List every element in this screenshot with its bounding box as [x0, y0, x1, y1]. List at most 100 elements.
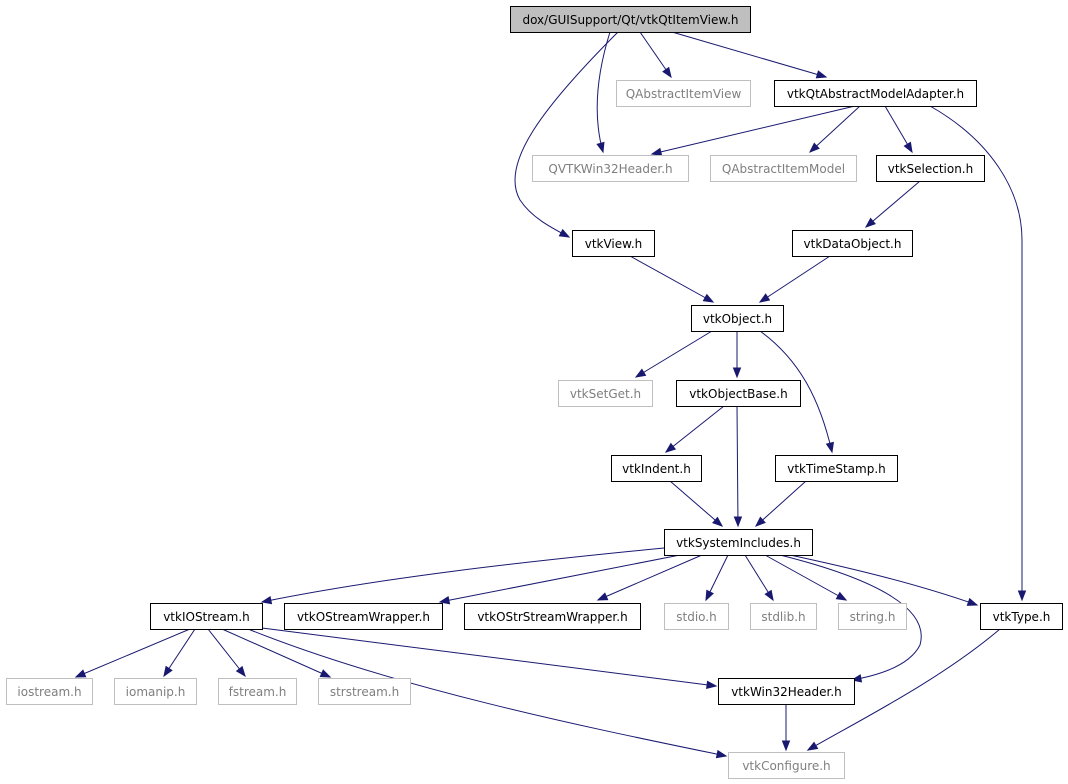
node-object[interactable]: vtkObject.h	[691, 305, 784, 332]
node-label-qaim: QAbstractItemModel	[722, 162, 845, 176]
node-iostream[interactable]: iostream.h	[6, 678, 93, 705]
edge-line	[665, 405, 725, 453]
edge-line	[759, 330, 833, 453]
arrowhead	[662, 66, 672, 79]
node-string[interactable]: string.h	[838, 603, 907, 630]
node-label-setget: vtkSetGet.h	[570, 387, 641, 401]
node-objectbase[interactable]: vtkObjectBase.h	[676, 380, 801, 407]
node-iomanip[interactable]: iomanip.h	[114, 678, 197, 705]
node-stdlib[interactable]: stdlib.h	[750, 603, 817, 630]
edge-iostream_h-to-strstream	[221, 628, 332, 678]
node-label-view: vtkView.h	[585, 237, 643, 251]
arrowhead	[74, 669, 87, 678]
node-type[interactable]: vtkType.h	[980, 603, 1063, 630]
node-box-indent	[611, 455, 702, 482]
node-box-dataobject	[792, 230, 913, 257]
node-qvtkwin32[interactable]: QVTKWin32Header.h	[532, 155, 689, 182]
node-stdio[interactable]: stdio.h	[664, 603, 729, 630]
arrowhead	[596, 592, 609, 601]
arrowhead	[806, 741, 819, 751]
node-box-timestamp	[775, 455, 898, 482]
node-label-sysincludes: vtkSystemIncludes.h	[676, 536, 801, 550]
node-qamadapter[interactable]: vtkQtAbstractModelAdapter.h	[774, 80, 977, 107]
edge-line	[865, 180, 921, 228]
edge-iostream_h-to-fstream	[207, 628, 246, 678]
node-box-object	[691, 305, 784, 332]
node-label-qvtkwin32: QVTKWin32Header.h	[548, 162, 672, 176]
node-qaiv[interactable]: QAbstractItemView	[616, 80, 751, 107]
arrowhead	[260, 595, 273, 605]
edge-objectbase-to-sysincludes	[733, 405, 743, 528]
node-dataobject[interactable]: vtkDataObject.h	[792, 230, 913, 257]
node-label-configure: vtkConfigure.h	[742, 759, 830, 773]
arrowhead	[664, 442, 677, 453]
edge-sysincludes-to-stdlib	[744, 554, 774, 602]
edge-line	[247, 628, 727, 757]
arrowhead	[732, 367, 742, 379]
node-qaim[interactable]: QAbstractItemModel	[710, 155, 857, 182]
node-iostream_h[interactable]: vtkIOStream.h	[150, 603, 263, 630]
edge-line	[651, 105, 856, 155]
node-selection[interactable]: vtkSelection.h	[876, 155, 985, 182]
arrowhead	[650, 147, 663, 156]
node-setget[interactable]: vtkSetGet.h	[558, 380, 653, 407]
node-view[interactable]: vtkView.h	[572, 230, 655, 257]
edge-line	[755, 480, 807, 527]
arrowhead	[758, 293, 771, 303]
arrowhead	[558, 228, 571, 238]
arrowhead	[235, 665, 246, 678]
edge-sysincludes-to-stdio	[705, 554, 729, 602]
node-box-ostreamwrapper	[284, 603, 443, 630]
edge-timestamp-to-sysincludes	[754, 480, 807, 527]
edge-indent-to-sysincludes	[669, 480, 724, 527]
edge-dataobject-to-object	[758, 255, 831, 303]
node-ostreamwrapper[interactable]: vtkOStreamWrapper.h	[284, 603, 443, 630]
node-box-type	[980, 603, 1063, 630]
node-indent[interactable]: vtkIndent.h	[611, 455, 702, 482]
node-fstream[interactable]: fstream.h	[218, 678, 297, 705]
node-root[interactable]: dox/GUISupport/Qt/vtkQtItemView.h	[510, 6, 751, 33]
nodes-layer: dox/GUISupport/Qt/vtkQtItemView.hQAbstra…	[6, 6, 1063, 779]
node-box-iomanip	[114, 678, 197, 705]
edge-line	[221, 628, 331, 678]
arrowhead	[706, 680, 718, 689]
edge-iostream_h-to-iostream	[74, 628, 191, 678]
arrowhead	[754, 516, 766, 527]
node-label-object: vtkObject.h	[703, 312, 772, 326]
arrowhead	[163, 665, 173, 678]
edge-root-to-qvtkwin32	[596, 31, 611, 154]
edge-sysincludes-to-string	[764, 554, 848, 601]
arrowhead	[815, 70, 828, 79]
node-label-stdlib: stdlib.h	[761, 610, 805, 624]
edge-line	[596, 31, 611, 153]
node-win32header[interactable]: vtkWin32Header.h	[718, 678, 855, 705]
node-label-stdio: stdio.h	[676, 610, 716, 624]
node-label-qamadapter: vtkQtAbstractModelAdapter.h	[787, 87, 964, 101]
node-strstream[interactable]: strstream.h	[318, 678, 411, 705]
edge-line	[207, 628, 246, 677]
node-box-sysincludes	[664, 529, 813, 556]
arrowhead	[825, 441, 834, 454]
node-sysincludes[interactable]: vtkSystemIncludes.h	[664, 529, 813, 556]
node-label-strstream: strstream.h	[330, 685, 399, 699]
edge-line	[75, 628, 191, 678]
edge-line	[261, 627, 717, 687]
node-timestamp[interactable]: vtkTimeStamp.h	[775, 455, 898, 482]
node-box-qvtkwin32	[532, 155, 689, 182]
edge-line	[759, 255, 831, 303]
edge-line	[789, 554, 978, 606]
node-configure[interactable]: vtkConfigure.h	[728, 752, 845, 779]
edge-line	[736, 405, 739, 527]
edge-line	[764, 554, 847, 601]
edge-line	[514, 31, 619, 238]
edge-root-to-qamadapter	[671, 31, 828, 79]
edge-object-to-objectbase	[732, 331, 742, 379]
node-ostrstreamwrapper[interactable]: vtkOStrStreamWrapper.h	[464, 603, 641, 630]
edge-line	[671, 31, 827, 78]
node-label-dataobject: vtkDataObject.h	[804, 237, 902, 251]
node-box-iostream_h	[150, 603, 263, 630]
arrowhead	[1017, 590, 1027, 602]
arrowhead	[634, 368, 647, 378]
edge-line	[809, 105, 861, 153]
